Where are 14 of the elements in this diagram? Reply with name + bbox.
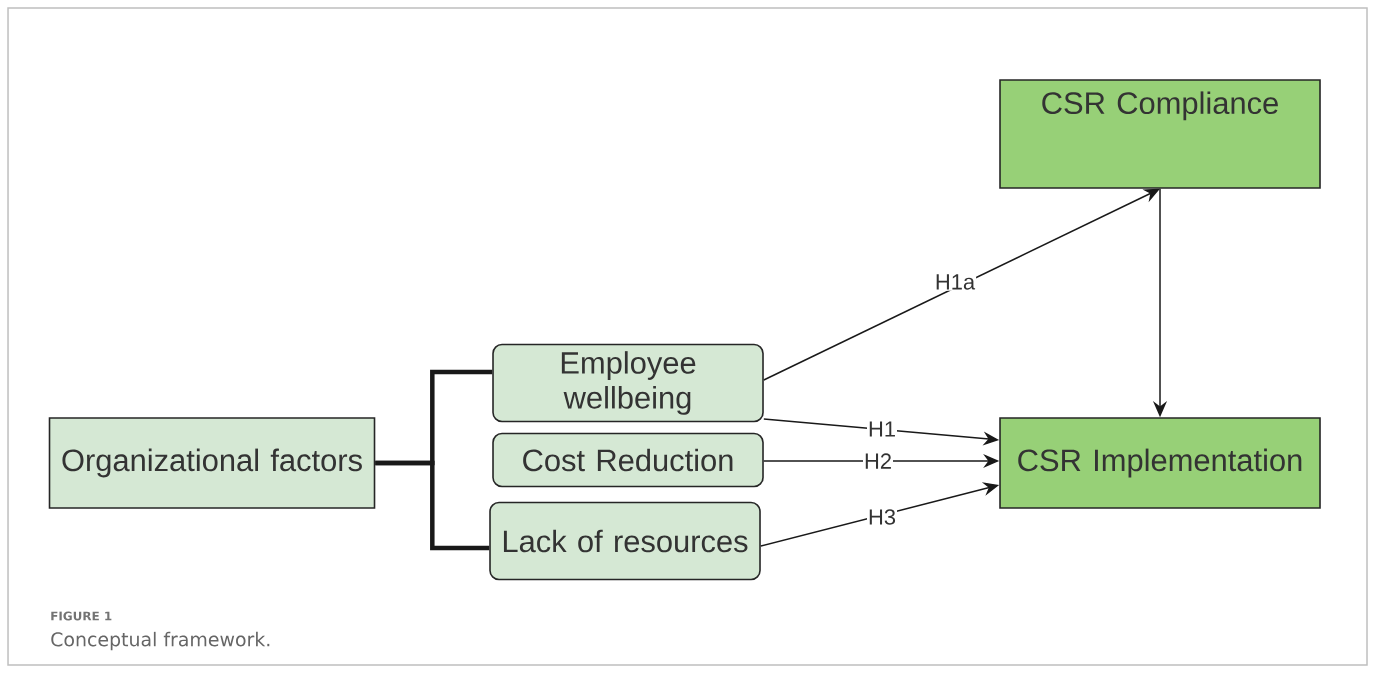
edge-label: H3 [867,508,897,526]
box: Organizational factors [48,417,376,509]
figure-label: FIGURE 1 [51,611,112,621]
edge-label: H1 [867,420,897,438]
connector [375,460,490,551]
box: CSR Compliance [999,79,1321,189]
caption: Conceptual framework. [51,631,270,651]
edge-label: H2 [863,452,893,470]
arrow [763,188,1160,381]
rounded-box: Lack of resources [489,501,761,581]
box: CSR Implementation [999,417,1321,509]
rounded-box: Cost Reduction [492,432,764,488]
edge-label: H1a [933,273,977,291]
rounded-box: Employee wellbeing [492,343,764,423]
